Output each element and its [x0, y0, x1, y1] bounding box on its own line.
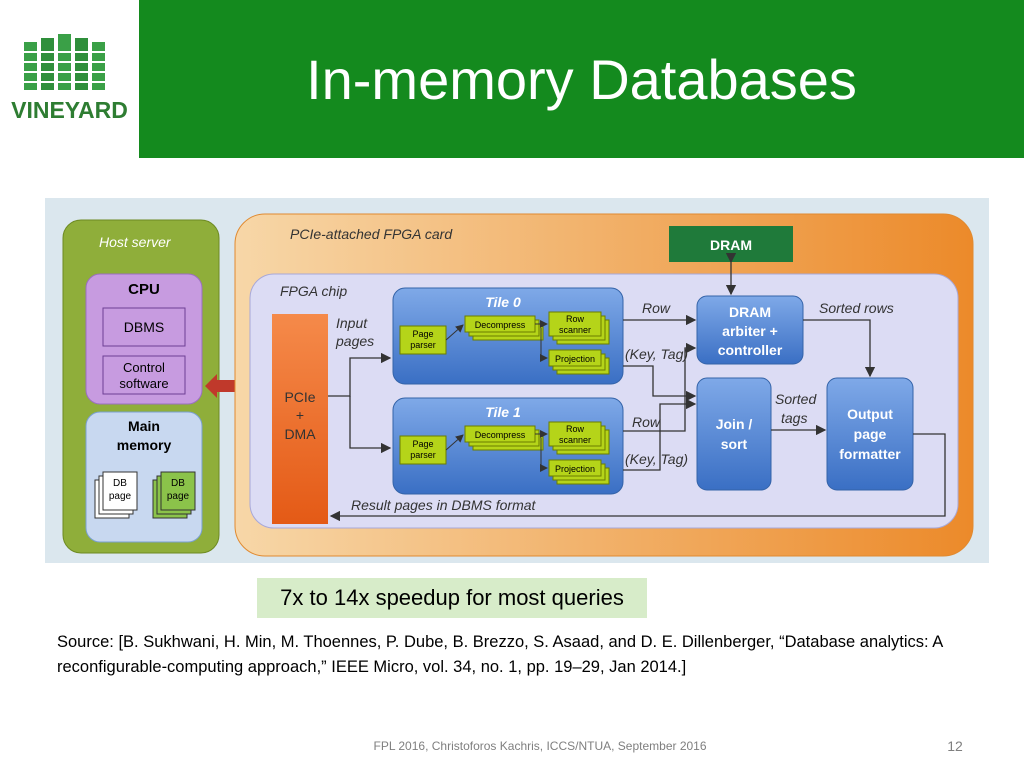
- row-arrow-tile1: [623, 342, 697, 432]
- tile0-row-scanner: Row scanner: [548, 311, 610, 345]
- sorted-rows-arrow: [803, 319, 876, 378]
- tile1-decompress: Decompress: [464, 425, 544, 451]
- tile1-projection: Projection: [548, 459, 610, 485]
- dram-arbiter-label-2: arbiter +: [722, 323, 778, 339]
- fpga-card-label: PCIe-attached FPGA card: [290, 226, 453, 242]
- pcie-dma-box: [272, 314, 328, 524]
- speedup-callout: [257, 578, 647, 618]
- key-tag-label-tile0: (Key, Tag): [625, 346, 688, 362]
- result-pages-label: Result pages in DBMS format: [351, 497, 537, 513]
- input-pages-label-1: Input: [336, 315, 368, 331]
- tile0-projection: Projection: [548, 349, 610, 375]
- slide-title: In-memory Databases: [306, 48, 857, 111]
- dbms-box: [102, 307, 186, 347]
- tile0-page-parser-label-1: Page: [412, 329, 433, 339]
- dram-label: DRAM: [710, 237, 752, 253]
- db-page-label-3: DB: [171, 478, 185, 489]
- tile0-projection-label: Projection: [555, 354, 595, 364]
- tile1-proj-arrow: [540, 438, 548, 472]
- tile0-decompress: Decompress: [464, 315, 544, 341]
- input-arrow-tile1: [349, 396, 392, 454]
- tile1-projection-label: Projection: [555, 464, 595, 474]
- row-label-tile1: Row: [632, 414, 661, 430]
- tile1-parser-arrow: [445, 434, 464, 451]
- sorted-rows-label: Sorted rows: [819, 300, 894, 316]
- tile1-decompress-label: Decompress: [475, 430, 526, 440]
- db-page-label-4: page: [167, 491, 190, 502]
- control-software-box: [102, 355, 186, 395]
- tile1-row-scanner-label-1: Row: [566, 424, 585, 434]
- dbms-label: DBMS: [124, 319, 164, 335]
- dram-arbiter-label-1: DRAM: [729, 304, 771, 320]
- logo: VINEYARD: [0, 0, 139, 158]
- sorted-tags-label-1: Sorted: [775, 391, 817, 407]
- tile0-row-scanner-label-2: scanner: [559, 325, 591, 335]
- fpga-chip-label: FPGA chip: [280, 283, 347, 299]
- tile0-page-parser: [399, 325, 447, 355]
- diagram-svg: Host server CPU DBMS Control software Ma…: [62, 213, 974, 557]
- key-tag-arrow-tile0: [623, 365, 697, 402]
- dram-arbiter-label-3: controller: [718, 342, 783, 358]
- db-page-label-2: page: [109, 491, 132, 502]
- main-memory-label-2: memory: [117, 437, 172, 453]
- output-label-2: page: [854, 426, 887, 442]
- tile1-row-scanner: Row scanner: [548, 421, 610, 455]
- control-software-label-2: software: [119, 376, 168, 391]
- logo-text: VINEYARD: [11, 97, 128, 123]
- tile1-row-scanner-label-2: scanner: [559, 435, 591, 445]
- output-label-1: Output: [847, 406, 893, 422]
- key-tag-arrow-tile1: [623, 398, 697, 471]
- join-sort-label-2: sort: [721, 436, 748, 452]
- cpu-label: CPU: [128, 281, 160, 298]
- architecture-diagram: Host server CPU DBMS Control software Ma…: [45, 198, 989, 563]
- join-sort-box: [696, 377, 772, 491]
- key-tag-label-tile1: (Key, Tag): [625, 451, 688, 467]
- tile0-label: Tile 0: [485, 294, 521, 310]
- source-citation: Source: [B. Sukhwani, H. Min, M. Thoenne…: [57, 633, 943, 676]
- pcie-label-3: DMA: [284, 426, 316, 442]
- db-page-stack-left: DB page: [94, 471, 138, 519]
- tile1-page-parser-label-2: parser: [410, 450, 436, 460]
- slide-footer: FPL 2016, Christoforos Kachris, ICCS/NTU…: [373, 739, 707, 753]
- tile0-proj-arrow: [540, 328, 548, 362]
- tile0-row-scanner-label-1: Row: [566, 314, 585, 324]
- tile1-page-parser-label-1: Page: [412, 439, 433, 449]
- tile0-page-parser-label-2: parser: [410, 340, 436, 350]
- header-bar: [139, 0, 1024, 158]
- db-page-label-1: DB: [113, 478, 127, 489]
- vineyard-logo-icon: [24, 34, 105, 90]
- input-pages-label-2: pages: [335, 333, 374, 349]
- input-arrow-tile0: [328, 352, 392, 397]
- pcie-label-1: PCIe: [284, 389, 315, 405]
- pcie-label-2: +: [296, 407, 304, 423]
- row-label-tile0: Row: [642, 300, 671, 316]
- page-number: 12: [947, 738, 963, 754]
- tile1-label: Tile 1: [485, 404, 521, 420]
- dram-arbiter-box: [696, 295, 804, 365]
- host-server-label: Host server: [99, 234, 172, 250]
- main-memory-label-1: Main: [128, 418, 160, 434]
- join-sort-label-1: Join /: [716, 416, 753, 432]
- sorted-tags-label-2: tags: [781, 410, 807, 426]
- speedup-callout-text: 7x to 14x speedup for most queries: [280, 585, 624, 610]
- output-label-3: formatter: [839, 446, 901, 462]
- tile0-decompress-label: Decompress: [475, 320, 526, 330]
- db-page-stack-right: DB page: [152, 471, 196, 519]
- result-pages-arrow: [329, 433, 946, 522]
- control-software-label-1: Control: [123, 360, 165, 375]
- tile0-parser-arrow: [445, 324, 464, 341]
